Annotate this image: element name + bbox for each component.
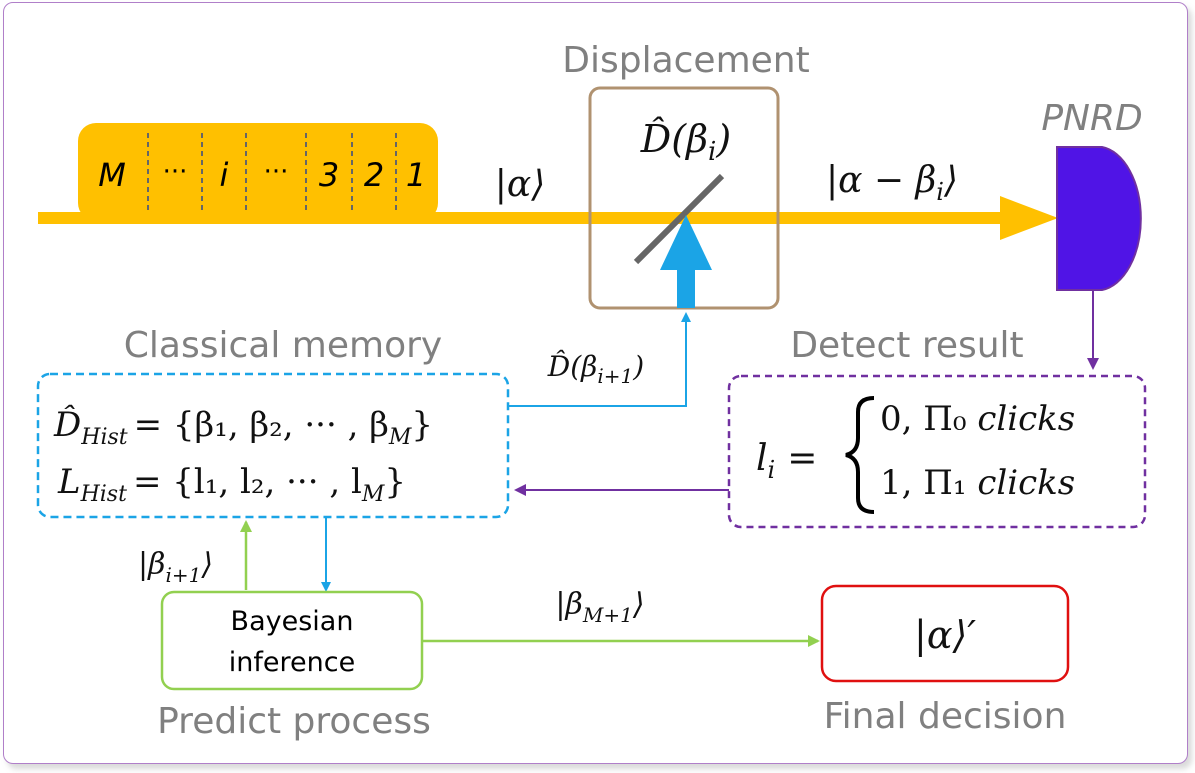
- detect-result-label: Detect result: [790, 325, 1023, 366]
- svg-text:LHist= {l₁, l₂, ··· , lM}: LHist= {l₁, l₂, ··· , lM}: [57, 462, 406, 507]
- l-hist-symbol: L: [57, 462, 81, 502]
- pulse-slot-3: 3: [319, 156, 339, 194]
- svg-text:|βM+1⟩: |βM+1⟩: [555, 587, 644, 627]
- detect-case-0: 0, Π₀: [880, 399, 977, 439]
- classical-memory-label: Classical memory: [124, 325, 442, 366]
- svg-text:D̂Hist= {β₁, β₂, ··· , βM}: D̂Hist= {β₁, β₂, ··· , βM}: [53, 404, 433, 450]
- feedback-arrow: [508, 312, 691, 407]
- pulse-slot-dots-1: ···: [163, 157, 188, 187]
- l-hist-set: = {l₁, l₂, ··· , l: [133, 462, 362, 502]
- local-oscillator-shaft: [677, 268, 695, 308]
- classical-memory-box: [36, 372, 510, 519]
- pulse-slot-m: M: [98, 156, 126, 194]
- cases-brace: [845, 396, 875, 514]
- displaced-state-sub: i: [936, 178, 944, 206]
- pulse-slot-2: 2: [364, 156, 384, 194]
- svg-text:|α − βi⟩: |α − βi⟩: [826, 160, 958, 206]
- d-hist-symbol: D̂: [53, 404, 81, 445]
- beta-final-label: |β: [555, 587, 582, 622]
- beta-final-close: ⟩: [632, 587, 645, 622]
- optical-beam: [38, 196, 1058, 240]
- d-hist-set-close: }: [411, 405, 433, 445]
- displaced-state-close: ⟩: [943, 160, 958, 201]
- beta-next-close: ⟩: [200, 547, 213, 582]
- next-displacement-label: D̂(β: [547, 350, 598, 383]
- next-displacement-sub: i+1: [597, 364, 633, 388]
- detect-case-0-word: clicks: [977, 399, 1075, 439]
- final-decision-label: Final decision: [824, 696, 1067, 737]
- input-state-label: |α⟩: [495, 164, 545, 205]
- detect-lhs: l: [756, 438, 768, 479]
- pnrd-detector-icon: [1056, 146, 1142, 291]
- beta-next-label: |β: [138, 547, 165, 582]
- next-displacement-close: ): [632, 350, 644, 383]
- beta-final-sub: M+1: [582, 603, 633, 627]
- l-hist-set-close: }: [384, 462, 406, 502]
- local-oscillator-arrowhead: [660, 215, 712, 270]
- d-hist-set: = {β₁, β₂, ··· , β: [134, 405, 389, 445]
- bayesian-line-2: inference: [229, 647, 355, 678]
- detect-lhs-sub: i: [768, 456, 776, 484]
- svg-text:D̂(βi): D̂(βi): [640, 117, 731, 167]
- detect-case-1: 1, Π₁: [880, 463, 977, 503]
- beta-next-sub: i+1: [165, 563, 201, 587]
- pulse-slot-1: 1: [406, 156, 426, 194]
- pulse-train: M ··· i ··· 3 2 1: [78, 123, 438, 221]
- detect-result-box: [727, 374, 1147, 529]
- pnrd-label: PNRD: [1041, 98, 1142, 139]
- predict-process-label: Predict process: [157, 701, 431, 742]
- svg-text:D̂(βi+1): D̂(βi+1): [547, 350, 644, 388]
- svg-text:|βi+1⟩: |βi+1⟩: [138, 547, 213, 587]
- beam-splitter: [633, 173, 725, 265]
- pulse-slot-dots-2: ···: [264, 157, 289, 187]
- pulse-slot-i: i: [220, 156, 229, 194]
- displacement-operator: D̂(β: [640, 117, 708, 161]
- d-hist-sub: Hist: [80, 425, 128, 450]
- displaced-state: |α − β: [826, 160, 936, 201]
- svg-text:li=: li =: [756, 438, 817, 484]
- svg-text:0, Π₀ clicks: 0, Π₀ clicks: [880, 399, 1075, 439]
- displacement-label: Displacement: [562, 40, 809, 81]
- displacement-box: D̂(βi): [588, 86, 780, 310]
- detect-eq: =: [787, 438, 817, 479]
- decision-state: |α⟩′: [914, 613, 976, 657]
- svg-text:1, Π₁ clicks: 1, Π₁ clicks: [880, 463, 1075, 503]
- l-hist-set-sub: M: [361, 482, 385, 507]
- l-hist-sub: Hist: [80, 482, 128, 507]
- displacement-operator-close: ): [715, 117, 731, 161]
- displacement-operator-sub: i: [708, 137, 716, 167]
- bayesian-line-1: Bayesian: [231, 606, 354, 637]
- final-decision-box: [820, 584, 1070, 683]
- detect-case-1-word: clicks: [977, 463, 1075, 503]
- d-hist-set-sub: M: [388, 425, 412, 450]
